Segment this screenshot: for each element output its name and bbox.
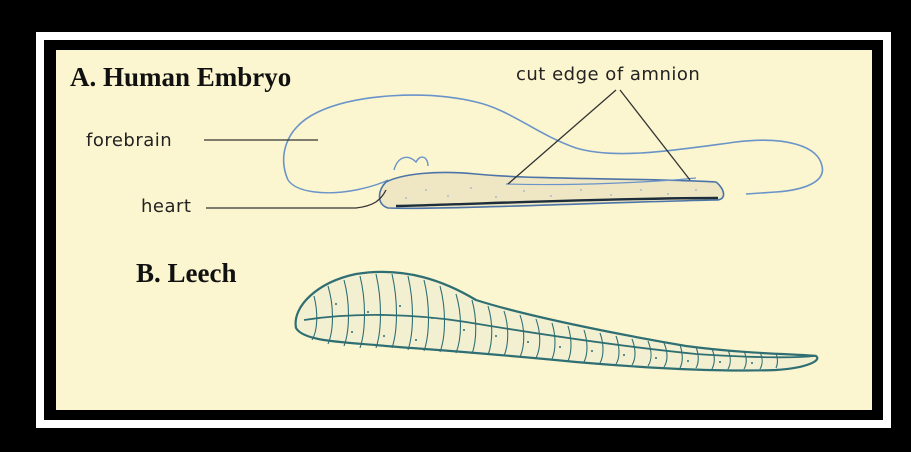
embryo-body bbox=[380, 172, 724, 208]
heart-leader-line bbox=[206, 190, 386, 208]
human-embryo bbox=[284, 95, 823, 208]
leech bbox=[296, 272, 818, 371]
amnion-leader-line-left bbox=[508, 90, 616, 184]
heart-label: heart bbox=[141, 196, 191, 217]
panel-a-title: A. Human Embryo bbox=[70, 62, 291, 93]
embryo-head-lower bbox=[288, 180, 388, 193]
amnion-label: cut edge of amnion bbox=[516, 64, 700, 85]
forebrain-label: forebrain bbox=[86, 130, 172, 151]
panel-b-title: B. Leech bbox=[136, 258, 237, 289]
diagram-panel: A. Human Embryo forebrain heart cut edge… bbox=[56, 50, 872, 410]
embryo-bump bbox=[394, 157, 428, 170]
diagram-drawing bbox=[56, 50, 872, 410]
amnion-leader-line-right bbox=[620, 90, 690, 180]
